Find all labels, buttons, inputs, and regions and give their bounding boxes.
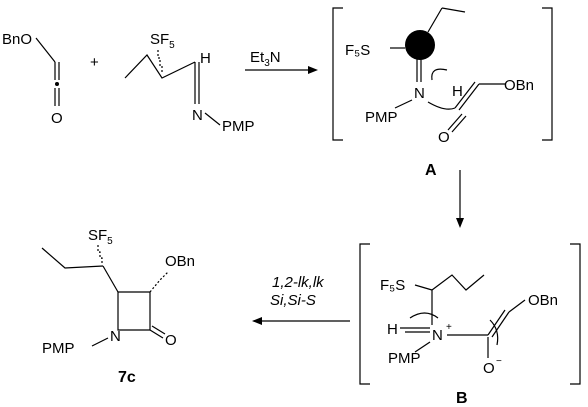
b-n-label: N — [432, 327, 443, 344]
imine-sf5-label: SF5 — [150, 31, 175, 51]
a-o-label: O — [438, 129, 450, 146]
p-sf5-label: SF5 — [88, 227, 113, 247]
p-obn-label: OBn — [165, 253, 195, 270]
bracket-b-right — [570, 243, 581, 385]
intermediate-a-label: A — [425, 162, 437, 179]
ketene-dot — [55, 82, 59, 86]
a-n-label: N — [414, 85, 425, 102]
a-curved-arrow-1 — [431, 68, 448, 81]
newman-circle — [405, 30, 435, 60]
bracket-b-left — [359, 243, 370, 385]
ketene-reactant: BnO O — [2, 31, 63, 127]
p-lactam-ring — [117, 291, 151, 331]
b-c-c-bond-2 — [491, 311, 510, 338]
b-plus-charge: + — [446, 322, 452, 333]
b-o-label: O — [483, 360, 495, 377]
a-co-bond-2 — [451, 115, 467, 133]
intermediate-a: F₅S N PMP H OBn O A — [332, 7, 553, 179]
b-chain — [431, 274, 485, 291]
reagent-label: Et3N — [250, 49, 281, 69]
bracket-a-left — [332, 7, 343, 141]
a-curved-arrow-2 — [427, 101, 456, 110]
arrow-a-to-b — [456, 170, 464, 228]
p-hashed-bond-2 — [149, 271, 169, 293]
step2-line1: 1,2-lk,lk — [272, 274, 325, 291]
b-sf5-label: F₅S — [380, 277, 405, 294]
p-co-bond-1 — [149, 329, 164, 339]
p-co-bond-2 — [151, 325, 166, 335]
b-curved-arrow-2 — [489, 319, 499, 346]
imine-n-label: N — [192, 107, 203, 124]
b-sf5-bond — [414, 284, 433, 291]
arrowhead-3 — [252, 317, 262, 325]
imine-n-pmp-bond — [204, 112, 221, 126]
arrowhead-2 — [456, 218, 464, 228]
imine-reactant: SF5 H N PMP — [124, 31, 255, 135]
a-ketene-co-2 — [458, 83, 480, 111]
b-pmp-label: PMP — [388, 350, 421, 367]
a-sf5-label: F₅S — [345, 42, 370, 59]
intermediate-b-label: B — [456, 390, 468, 407]
p-ethyl — [41, 247, 104, 269]
p-c-ring-bond — [102, 265, 119, 293]
ketene-oxygen-label: O — [51, 110, 63, 127]
arrow-step1: Et3N — [245, 49, 318, 74]
arrowhead-1 — [308, 66, 318, 74]
product-7c: SF5 OBn N PMP O 7c — [41, 227, 195, 386]
p-n-label: N — [110, 328, 121, 345]
b-h-label: H — [387, 321, 398, 338]
imine-hashed-bond — [157, 50, 163, 74]
imine-pmp-label: PMP — [222, 118, 255, 135]
p-pmp-label: PMP — [42, 340, 75, 357]
b-n-pmp-bond — [414, 341, 431, 353]
b-curved-arrow-1 — [409, 312, 439, 319]
newman-center-dot — [414, 43, 420, 49]
b-obn-label: OBn — [528, 292, 558, 309]
a-ethyl-bond — [427, 7, 443, 33]
ketene-bond-o-c — [35, 37, 56, 63]
b-c-obn-bond — [508, 299, 526, 313]
p-hashed-bond-1 — [97, 245, 103, 264]
a-h-label: H — [452, 83, 463, 100]
b-minus-charge: − — [496, 356, 502, 367]
a-obn-label: OBn — [504, 77, 534, 94]
a-co-bond-1 — [447, 113, 463, 131]
product-label: 7c — [118, 369, 136, 386]
bracket-a-right — [542, 7, 553, 141]
p-o-label: O — [165, 332, 177, 349]
p-n-pmp-bond — [91, 337, 109, 347]
imine-chain — [124, 54, 196, 79]
b-c-c-bond-1 — [487, 309, 506, 336]
plus-sign: + — [90, 54, 99, 71]
a-n-pmp-bond — [394, 99, 413, 109]
step2-line2: Si,Si-S — [270, 292, 316, 309]
arrow-step2: 1,2-lk,lk Si,Si-S — [252, 274, 350, 325]
a-ketene-co-1 — [454, 81, 476, 109]
a-ethyl-tail — [441, 7, 466, 13]
a-pmp-label: PMP — [365, 109, 398, 126]
imine-h-label: H — [200, 50, 211, 67]
ketene-obn-label: BnO — [2, 31, 32, 48]
intermediate-b: F₅S H N + PMP OBn O − B — [359, 243, 581, 407]
